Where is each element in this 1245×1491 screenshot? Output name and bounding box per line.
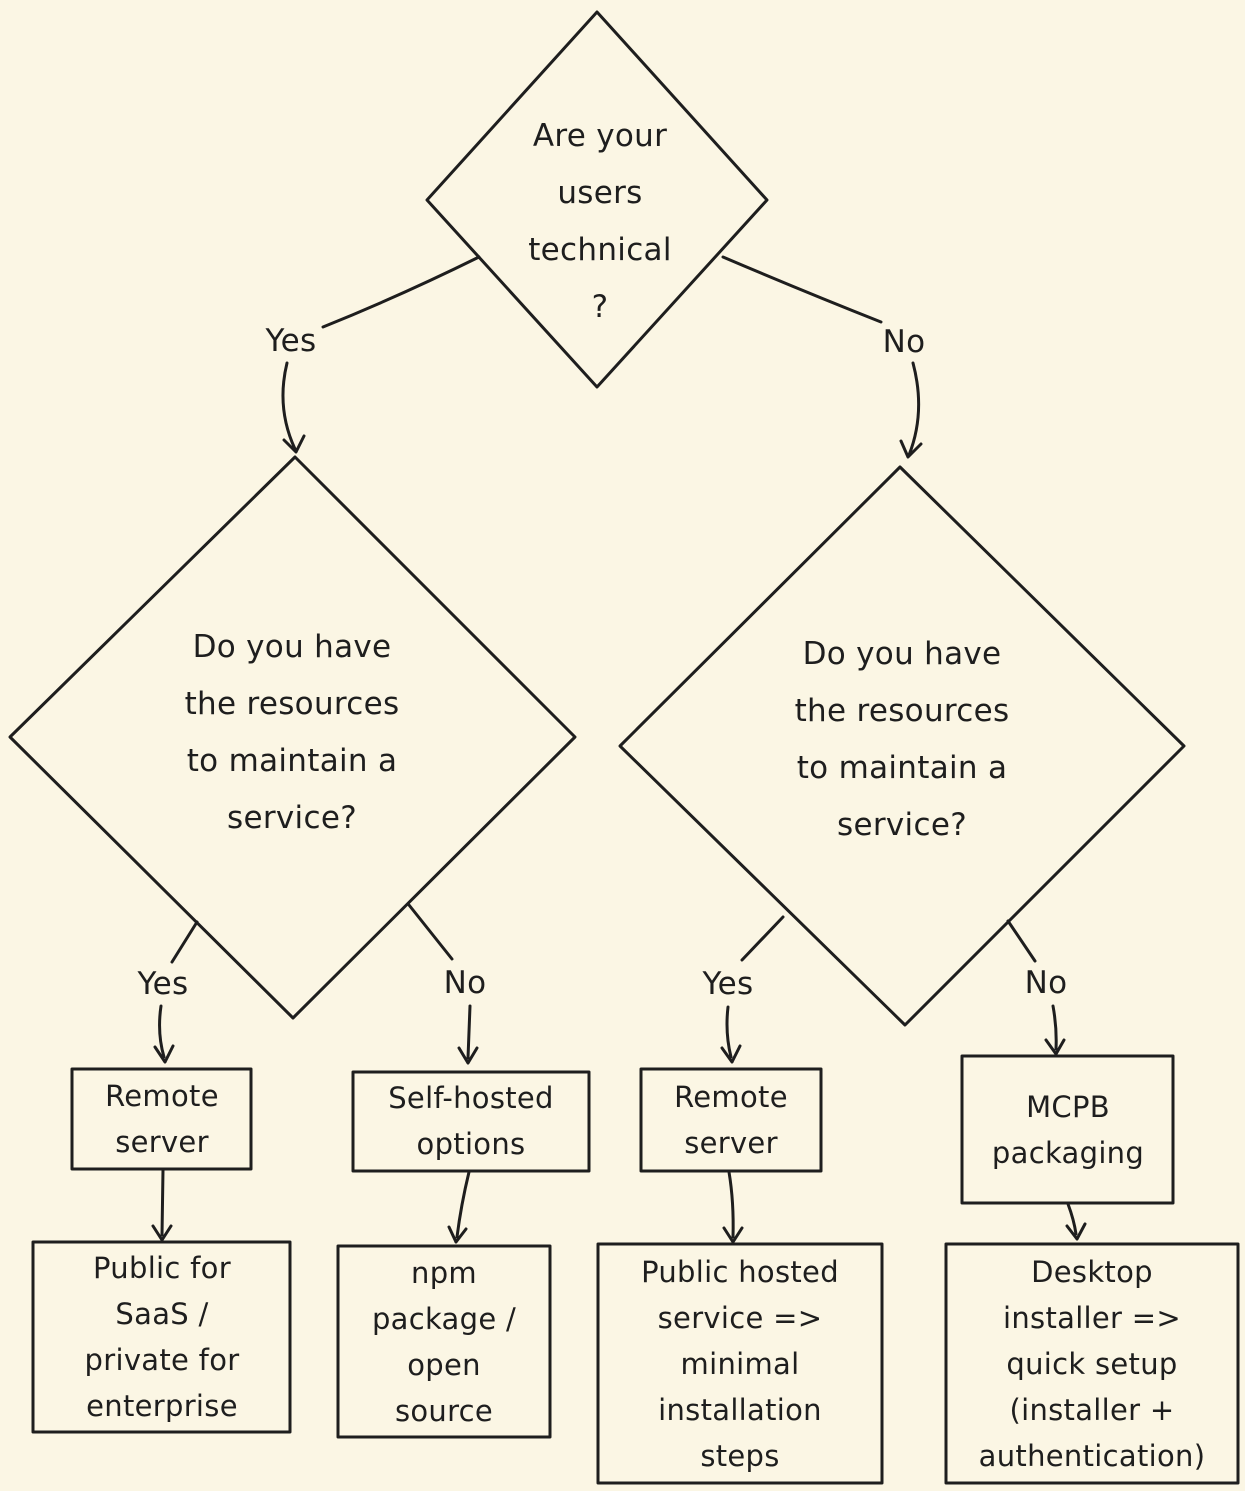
remote-server-right-box-text: Remote server [674, 1080, 788, 1160]
edge-right-no-arrow [1044, 1004, 1066, 1056]
edge-label-root-no: No [882, 324, 926, 360]
public-saas-box-text: Public for SaaS / private for enterprise [84, 1251, 240, 1423]
self-hosted-options-box-text: Self-hosted options [388, 1081, 554, 1161]
edge-root-no-arrow [899, 361, 923, 459]
public-saas-box-shape [31, 1240, 292, 1434]
mcpb-packaging-box-text: MCPB packaging [991, 1090, 1145, 1170]
root-decision-diamond-shape [425, 10, 769, 389]
edge-root-yes-arrow [281, 361, 306, 454]
edge-remote-right-to-hosted-arrow [722, 1170, 744, 1244]
edge-label-root-yes: Yes [265, 323, 317, 359]
public-hosted-service-box-shape [596, 1242, 884, 1485]
edge-left-no-arrow [457, 1004, 479, 1065]
npm-open-source-box-shape [336, 1244, 552, 1439]
edge-root-no-line [721, 255, 883, 324]
edge-right-no-line [1006, 919, 1037, 963]
remote-server-left-box-shape [70, 1067, 253, 1171]
edge-root-yes-line [321, 255, 481, 329]
edge-right-yes-arrow [720, 1005, 742, 1064]
edge-label-left-no: No [443, 965, 487, 1001]
edge-remote-left-to-saas-arrow [151, 1168, 173, 1242]
edge-mcpb-to-desktop-arrow [1065, 1202, 1087, 1241]
remote-server-right-box-shape [639, 1067, 823, 1173]
public-hosted-service-box-text: Public hosted service => minimal install… [641, 1255, 839, 1473]
right-decision-diamond-shape [618, 465, 1186, 1027]
left-decision-diamond-shape [8, 455, 577, 1020]
desktop-installer-box-shape [944, 1242, 1240, 1485]
desktop-installer-box-text: Desktop installer => quick setup (instal… [978, 1255, 1206, 1473]
edge-left-yes-arrow [153, 1004, 175, 1064]
edge-left-no-line [407, 903, 454, 961]
edge-label-left-yes: Yes [137, 966, 189, 1002]
npm-open-source-box-text: npm package / open source [371, 1256, 517, 1428]
self-hosted-options-box-shape [351, 1070, 591, 1173]
edge-label-right-yes: Yes [702, 966, 754, 1002]
root-decision-text: Are your users technical ? [528, 118, 672, 325]
edge-selfhosted-to-npm-arrow [447, 1170, 471, 1244]
remote-server-left-box-text: Remote server [105, 1079, 219, 1159]
edge-right-yes-line [740, 915, 785, 962]
right-decision-text: Do you have the resources to maintain a … [794, 636, 1010, 843]
edge-label-right-no: No [1024, 965, 1068, 1001]
edge-left-yes-line [170, 920, 199, 964]
left-decision-text: Do you have the resources to maintain a … [184, 629, 400, 836]
